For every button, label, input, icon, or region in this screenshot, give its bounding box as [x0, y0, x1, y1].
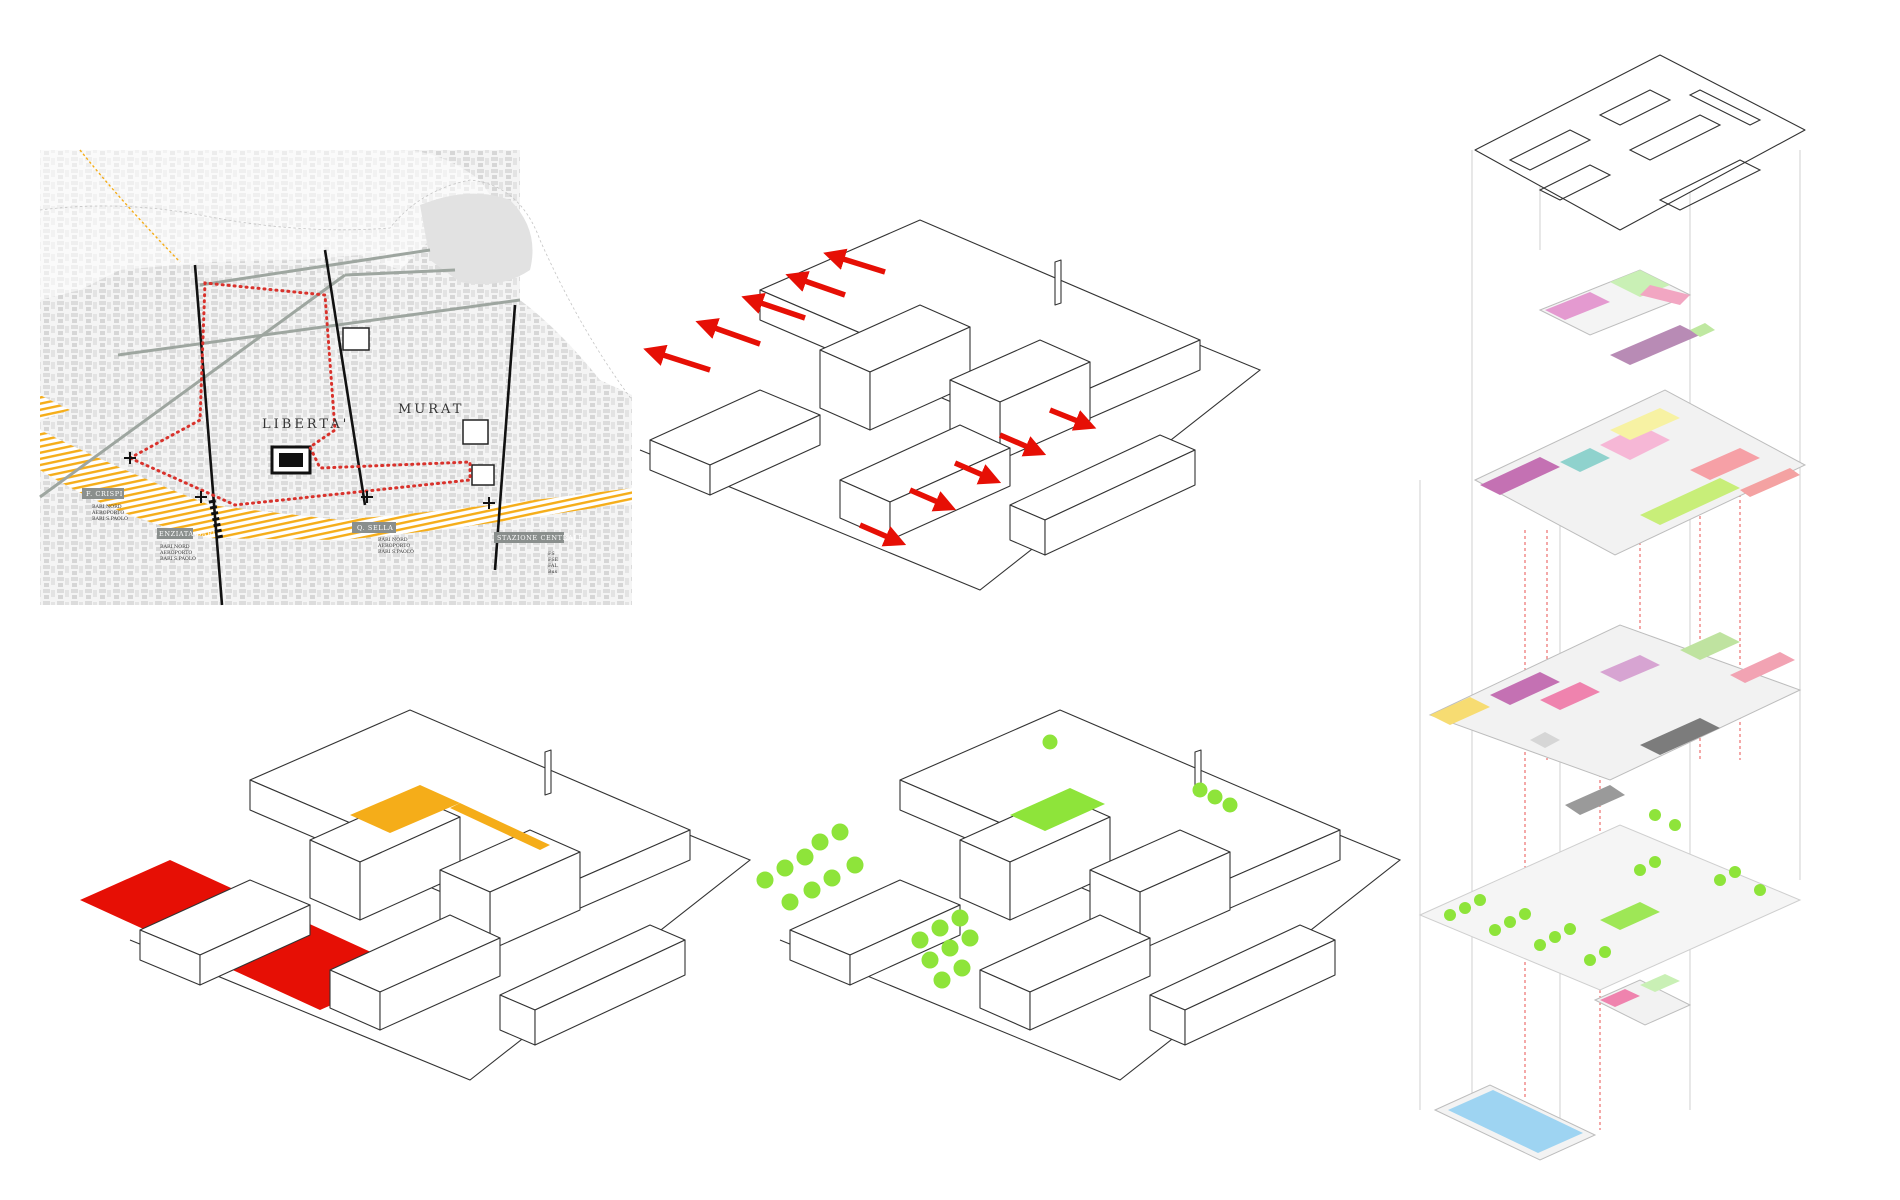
arrow-west-5: [823, 248, 886, 275]
svg-text:BARI S.PAOLO: BARI S.PAOLO: [92, 516, 128, 522]
exploded-axo: [1418, 54, 1807, 1161]
district-label-liberta: LIBERTA': [262, 417, 349, 432]
svg-text:FS: FS: [548, 551, 555, 557]
layer-roof: [1474, 54, 1806, 231]
district-label-murat: MURAT: [398, 402, 464, 417]
arrow-west-3: [741, 293, 806, 321]
station-tag-enziata: ENZIATA BARI BARI NORD AEROPORTO BARI S.…: [157, 528, 216, 562]
svg-text:AEROPORTO: AEROPORTO: [377, 543, 410, 549]
station-tag-sella: Q. SELLA BARI NORD AEROPORTO BARI S.PAOL…: [352, 522, 414, 555]
axo-connections: [639, 219, 1261, 591]
layer-top: [1538, 269, 1715, 365]
layer-annex: [1593, 974, 1692, 1026]
svg-text:BARI NORD: BARI NORD: [378, 537, 408, 543]
trees: [756, 734, 1238, 989]
svg-text:AEROPORTO: AEROPORTO: [91, 510, 124, 516]
arrow-west-1: [643, 344, 711, 373]
axis-line-2: [323, 249, 367, 506]
svg-text:FSE: FSE: [548, 557, 559, 563]
station-tag-crispi: F. CRISPI BARI NORD AEROPORTO BARI S.PAO…: [82, 488, 128, 522]
arrow-east-3: [953, 460, 1002, 485]
orange-court: [350, 785, 460, 833]
arrow-east-1: [1048, 407, 1097, 431]
arrow-west-4: [785, 271, 846, 298]
svg-text:BARI NORD: BARI NORD: [92, 504, 122, 510]
station-tag-centrale: STAZIONE CENTRALE FS FSE FAL Bus: [494, 532, 584, 575]
arrow-east-4: [908, 487, 957, 512]
arrow-west-2: [695, 318, 761, 347]
layer-5: [1530, 732, 1625, 815]
svg-text:BARI S.PAOLO: BARI S.PAOLO: [378, 549, 414, 555]
svg-text:BARI NORD: BARI NORD: [160, 544, 190, 550]
site-map: LIBERTA' MURAT F. CRISPI BARI NORD AEROP…: [39, 149, 633, 606]
arrow-east-5: [858, 522, 907, 547]
svg-text:Q. SELLA: Q. SELLA: [357, 524, 393, 532]
axis-line-1: [193, 264, 224, 606]
old-town: [420, 193, 533, 285]
layer-ground: [1418, 809, 1802, 991]
axo-squares: [80, 709, 751, 1081]
svg-text:F. CRISPI: F. CRISPI: [86, 490, 123, 498]
svg-text:ENZIATA BARI: ENZIATA BARI: [159, 530, 216, 538]
svg-text:Bus: Bus: [548, 569, 558, 575]
layer-4: [1428, 624, 1802, 781]
layer-3: [1473, 389, 1807, 556]
svg-text:BARI S.PAOLO: BARI S.PAOLO: [160, 556, 196, 562]
svg-text:AEROPORTO: AEROPORTO: [159, 550, 192, 556]
svg-text:STAZIONE CENTRALE: STAZIONE CENTRALE: [497, 534, 584, 542]
axis-line-3: [493, 304, 517, 571]
pool: [1448, 1090, 1583, 1153]
arrow-east-2: [998, 432, 1047, 457]
layer-basement: [1433, 1084, 1597, 1161]
route-dotted: [128, 281, 472, 507]
axo-green: [756, 709, 1401, 1081]
railway-corridor: [40, 430, 632, 540]
svg-text:FAL: FAL: [548, 563, 558, 569]
